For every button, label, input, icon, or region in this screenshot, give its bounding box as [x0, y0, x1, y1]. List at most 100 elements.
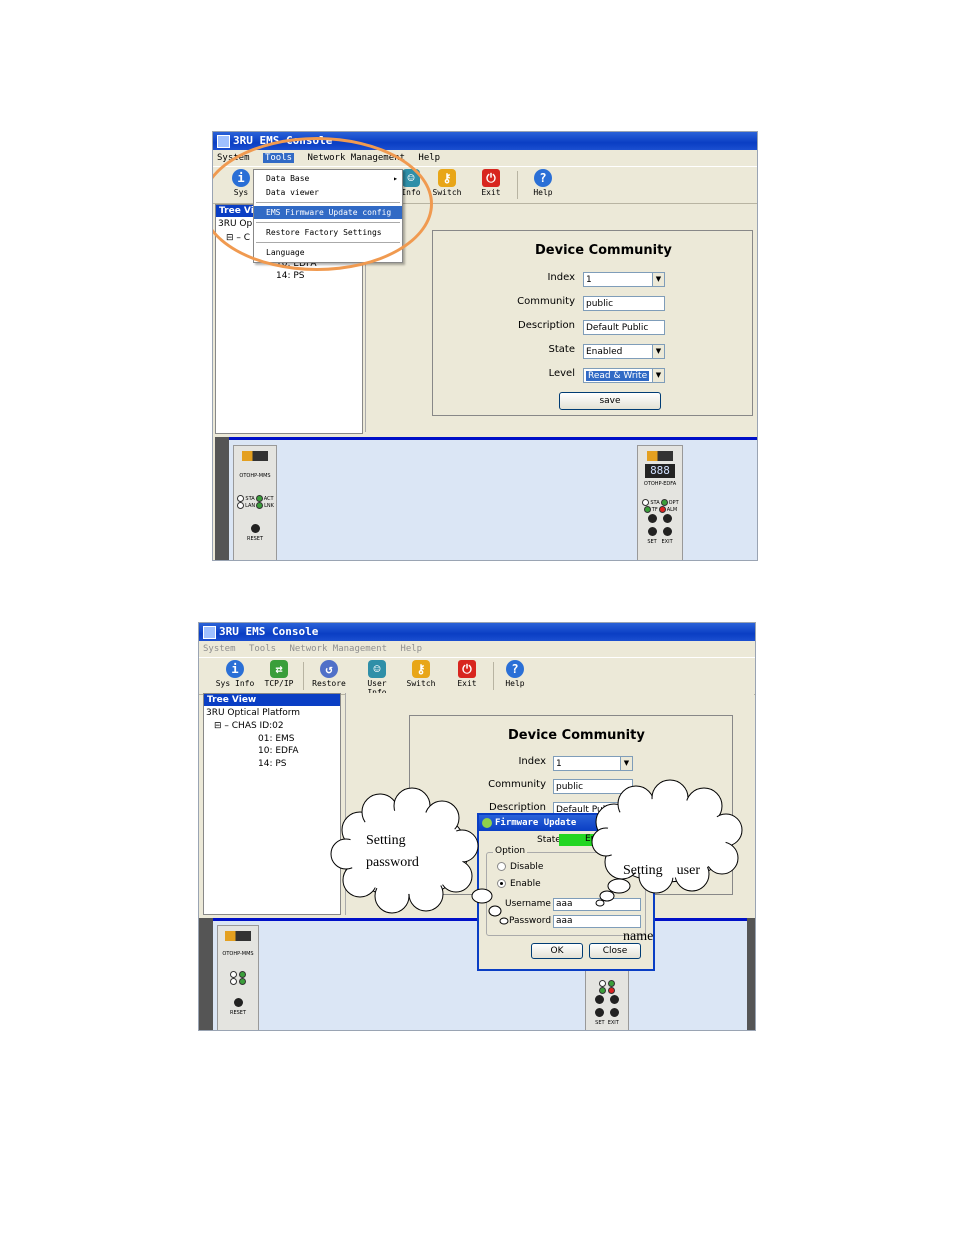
tree-root[interactable]: 3RU Optical Platform — [206, 708, 301, 718]
tree-edfa[interactable]: 10: EDFA — [258, 746, 299, 756]
set-button-icon[interactable] — [648, 527, 657, 536]
led-icon — [608, 980, 615, 987]
callout-password-text: Setting password — [366, 833, 419, 870]
logo — [225, 931, 251, 941]
reset-button-icon[interactable] — [233, 998, 243, 1007]
led-icon — [237, 502, 245, 509]
state-label: State — [548, 344, 575, 355]
led-icon — [237, 495, 245, 502]
index-label: Index — [518, 756, 546, 767]
level-select[interactable]: Read & Write▼ — [583, 368, 665, 383]
restore-button[interactable]: ↺Restore — [312, 660, 346, 688]
chevron-down-icon: ▼ — [652, 369, 664, 382]
community-input[interactable]: public — [553, 779, 633, 794]
tree-view: Tree View 3RU Optical Platform ⊟ – CHAS … — [203, 693, 341, 915]
window-title: 3RU EMS Console — [219, 625, 319, 638]
card-model: OTOHP-MMS — [239, 473, 271, 479]
description-input[interactable]: Default Public — [583, 320, 665, 335]
exit-button-icon[interactable] — [610, 1008, 619, 1017]
up-button-icon[interactable] — [595, 995, 604, 1004]
index-select[interactable]: 1▼ — [553, 756, 633, 771]
led-icon — [608, 987, 615, 994]
help-icon: ? — [506, 660, 524, 678]
menu-tools[interactable]: Tools — [248, 644, 277, 654]
down-button-icon[interactable] — [663, 514, 672, 523]
toolbar-separator — [493, 662, 494, 690]
index-select[interactable]: 1▼ — [583, 272, 665, 287]
help-button[interactable]: ?Help — [505, 660, 525, 688]
user-info-button[interactable]: ☺User Info — [367, 660, 387, 697]
menu-help[interactable]: Help — [400, 644, 423, 654]
chevron-down-icon: ▼ — [652, 273, 664, 286]
disable-radio[interactable]: Disable — [497, 862, 543, 872]
screenshot-1: 3RU EMS Console System Tools Network Man… — [212, 131, 758, 561]
led-icon — [239, 971, 246, 978]
menu-network-management[interactable]: Network Management — [289, 644, 387, 654]
reset-button-icon[interactable] — [250, 524, 260, 533]
option-label: Option — [493, 846, 528, 856]
logo — [242, 451, 268, 461]
led-icon — [239, 978, 246, 985]
ems-card[interactable]: OTOHP-MMS RESET — [217, 925, 259, 1030]
password-input[interactable]: aaa — [553, 915, 641, 928]
username-label: Username — [505, 899, 551, 909]
index-label: Index — [547, 272, 575, 283]
up-button-icon[interactable] — [648, 514, 657, 523]
exit-button-icon[interactable] — [663, 527, 672, 536]
level-label: Level — [548, 368, 575, 379]
reset-label: RESET — [229, 1010, 247, 1016]
enable-radio[interactable]: Enable — [497, 879, 541, 889]
community-input[interactable]: public — [583, 296, 665, 311]
card-model: OTOHP-MMS — [222, 951, 254, 957]
save-button[interactable]: save — [559, 392, 661, 410]
device-community-title: Device Community — [508, 728, 645, 743]
exit-button[interactable]: ⏻Exit — [481, 169, 501, 197]
tree-ps[interactable]: 14: PS — [258, 759, 287, 769]
help-button[interactable]: ?Help — [533, 169, 553, 197]
power-icon: ⏻ — [482, 169, 500, 187]
users-icon: ☺ — [368, 660, 386, 678]
led-icon — [643, 506, 651, 513]
led-icon — [255, 495, 263, 502]
tree-ems[interactable]: 01: EMS — [258, 734, 295, 744]
switch-button[interactable]: ⚷Switch — [406, 660, 436, 688]
window-titlebar: 3RU EMS Console — [199, 623, 755, 641]
led-icon — [658, 506, 666, 513]
tree-chassis[interactable]: ⊟ – CHAS ID:02 — [214, 721, 284, 731]
screenshot-2: 3RU EMS Console System Tools Network Man… — [198, 622, 756, 1031]
state-indicator: En — [559, 834, 605, 846]
digit-display: 888 — [645, 464, 675, 478]
tcpip-button[interactable]: ⇄TCP/IP — [264, 660, 294, 688]
community-label: Community — [517, 296, 575, 307]
toolbar-separator — [303, 662, 304, 690]
led-icon — [599, 987, 606, 994]
state-select[interactable]: Enabled▼ — [583, 344, 665, 359]
switch-button[interactable]: ⚷Switch — [432, 169, 462, 197]
exit-button[interactable]: ⏻Exit — [457, 660, 477, 688]
app-icon — [217, 135, 230, 148]
help-icon: ? — [534, 169, 552, 187]
toolbar-separator — [517, 171, 518, 199]
down-button-icon[interactable] — [610, 995, 619, 1004]
description-label: Description — [518, 320, 575, 331]
tree-ps[interactable]: 14: PS — [276, 271, 305, 281]
ok-button[interactable]: OK — [531, 943, 583, 959]
led-icon — [642, 499, 650, 506]
led-icon — [230, 978, 237, 985]
menu-system[interactable]: System — [203, 644, 236, 654]
logo — [647, 451, 673, 461]
callout-username-text: Setting user name — [623, 863, 700, 944]
led-icon — [256, 502, 264, 509]
device-community-box: Device Community Index 1▼ Community publ… — [432, 230, 753, 416]
edfa-card[interactable]: SET EXIT — [585, 963, 629, 1030]
network-icon: ⇄ — [270, 660, 288, 678]
menu-help[interactable]: Help — [418, 153, 441, 163]
info-icon: i — [226, 660, 244, 678]
close-button[interactable]: Close — [589, 943, 641, 959]
app-icon — [203, 626, 216, 639]
set-button-icon[interactable] — [595, 1008, 604, 1017]
